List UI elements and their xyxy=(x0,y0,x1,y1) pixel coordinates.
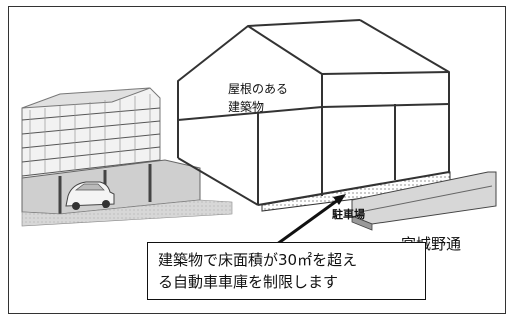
road xyxy=(351,171,497,231)
callout-line-2: る自動車車庫を制限します xyxy=(158,273,339,291)
callout-line-1: 建築物で床面積が30㎡を超え xyxy=(158,251,358,269)
restriction-callout: 建築物で床面積が30㎡を超え る自動車車庫を制限します xyxy=(147,242,426,300)
roofed-building-label: 屋根のある 建築物 xyxy=(228,82,289,114)
car-icon xyxy=(65,181,115,210)
apartment-illustration xyxy=(21,87,233,227)
roofed-building-outline xyxy=(177,19,450,206)
parking-label: 駐車場 xyxy=(332,208,365,221)
